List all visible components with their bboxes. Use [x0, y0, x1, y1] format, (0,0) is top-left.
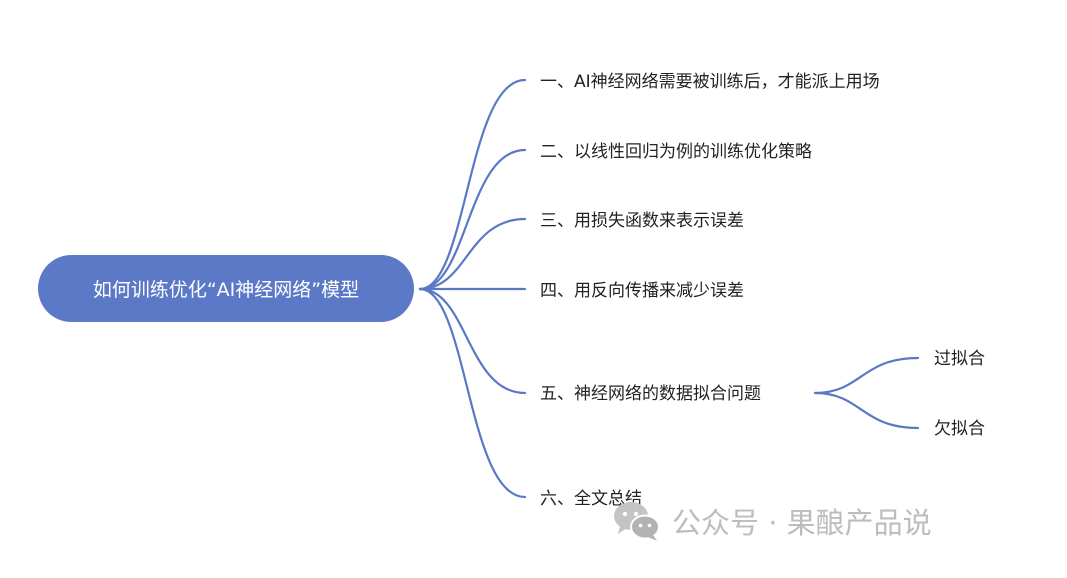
connector-branch-1 — [418, 78, 527, 291]
watermark: 公众号 · 果酿产品说 — [612, 498, 932, 544]
branch-5[interactable]: 五、神经网络的数据拟合问题 — [540, 383, 761, 405]
sub-node-underfitting-label: 欠拟合 — [934, 419, 985, 439]
sub-node-underfitting[interactable]: 欠拟合 — [934, 418, 985, 440]
branch-3-label: 三、用损失函数来表示误差 — [540, 211, 744, 231]
branch-1[interactable]: 一、AI神经网络需要被训练后，才能派上用场 — [540, 71, 880, 93]
connector-sub-underfitting — [813, 391, 920, 430]
branch-6[interactable]: 六、全文总结 — [540, 488, 642, 510]
connector-sub-overfitting — [813, 356, 920, 395]
watermark-text: 公众号 · 果酿产品说 — [672, 506, 932, 540]
branch-1-label: 一、AI神经网络需要被训练后，才能派上用场 — [540, 72, 880, 92]
connector-branch-3 — [418, 217, 527, 291]
connector-branch-5 — [418, 287, 527, 395]
branch-2[interactable]: 二、以线性回归为例的训练优化策略 — [540, 141, 812, 163]
branch-5-label: 五、神经网络的数据拟合问题 — [540, 384, 761, 404]
branch-3[interactable]: 三、用损失函数来表示误差 — [540, 210, 744, 232]
branch-4[interactable]: 四、用反向传播来减少误差 — [540, 280, 744, 302]
sub-node-overfitting[interactable]: 过拟合 — [934, 348, 985, 370]
root-node[interactable]: 如何训练优化“AI神经网络”模型 — [38, 255, 414, 322]
root-label: 如何训练优化“AI神经网络”模型 — [92, 279, 360, 301]
sub-node-overfitting-label: 过拟合 — [934, 349, 985, 369]
branch-6-label: 六、全文总结 — [540, 489, 642, 509]
connector-branch-6 — [418, 287, 527, 499]
branch-2-label: 二、以线性回归为例的训练优化策略 — [540, 142, 812, 162]
branch-4-label: 四、用反向传播来减少误差 — [540, 281, 744, 301]
wechat-icon — [614, 502, 660, 541]
connector-branch-2 — [418, 148, 527, 291]
